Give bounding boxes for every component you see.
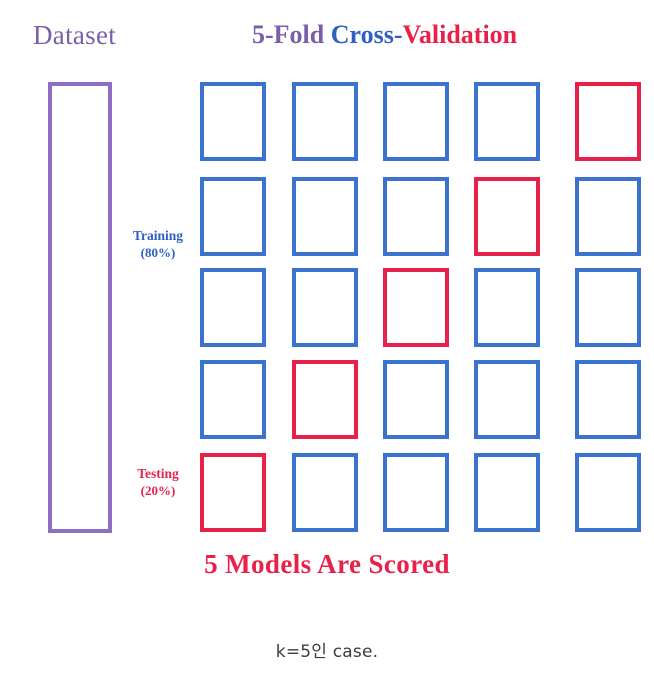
fold-box-test-r2-c4	[474, 177, 540, 256]
fold-box-test-r5-c1	[200, 453, 266, 532]
title-segment-fold: 5-Fold	[252, 20, 331, 49]
legend-testing-percent: (20%)	[140, 482, 176, 498]
fold-box-train-r3-c4	[474, 268, 540, 347]
fold-box-train-r5-c2	[292, 453, 358, 532]
fold-row	[200, 268, 642, 347]
dataset-title: Dataset	[33, 20, 117, 50]
fold-box-train-r3-c5	[575, 268, 641, 347]
fold-grid	[200, 82, 642, 535]
fold-box-train-r3-c2	[292, 268, 358, 347]
figure-caption: k=5인 case.	[275, 642, 379, 662]
fold-box-train-r1-c3	[383, 82, 449, 161]
legend-training-percent: (80%)	[140, 244, 176, 260]
legend-training-name: Training	[132, 228, 183, 243]
title-segment-validation: Validation	[402, 20, 518, 49]
fold-box-train-r2-c2	[292, 177, 358, 256]
title-segment-cross: Cross-	[330, 20, 403, 49]
fold-box-train-r4-c4	[474, 360, 540, 439]
fold-box-train-r4-c5	[575, 360, 641, 439]
page-title: 5-Fold Cross-Validation	[252, 20, 517, 50]
fold-box-train-r4-c3	[383, 360, 449, 439]
fold-box-train-r5-c3	[383, 453, 449, 532]
fold-box-train-r2-c3	[383, 177, 449, 256]
fold-box-train-r1-c1	[200, 82, 266, 161]
fold-box-test-r4-c2	[292, 360, 358, 439]
fold-box-train-r1-c4	[474, 82, 540, 161]
fold-row	[200, 453, 642, 532]
dataset-bar	[48, 82, 112, 533]
fold-box-train-r4-c1	[200, 360, 266, 439]
legend-label-testing: Testing (20%)	[120, 466, 196, 499]
legend-label-training: Training (80%)	[120, 228, 196, 261]
fold-box-train-r2-c5	[575, 177, 641, 256]
fold-box-train-r2-c1	[200, 177, 266, 256]
fold-row	[200, 360, 642, 439]
fold-row	[200, 82, 642, 161]
fold-box-train-r5-c5	[575, 453, 641, 532]
fold-box-test-r3-c3	[383, 268, 449, 347]
legend-testing-name: Testing	[137, 466, 179, 481]
fold-box-test-r1-c5	[575, 82, 641, 161]
models-scored-label: 5 Models Are Scored	[204, 549, 450, 579]
fold-box-train-r5-c4	[474, 453, 540, 532]
fold-box-train-r3-c1	[200, 268, 266, 347]
fold-row	[200, 177, 642, 256]
fold-box-train-r1-c2	[292, 82, 358, 161]
